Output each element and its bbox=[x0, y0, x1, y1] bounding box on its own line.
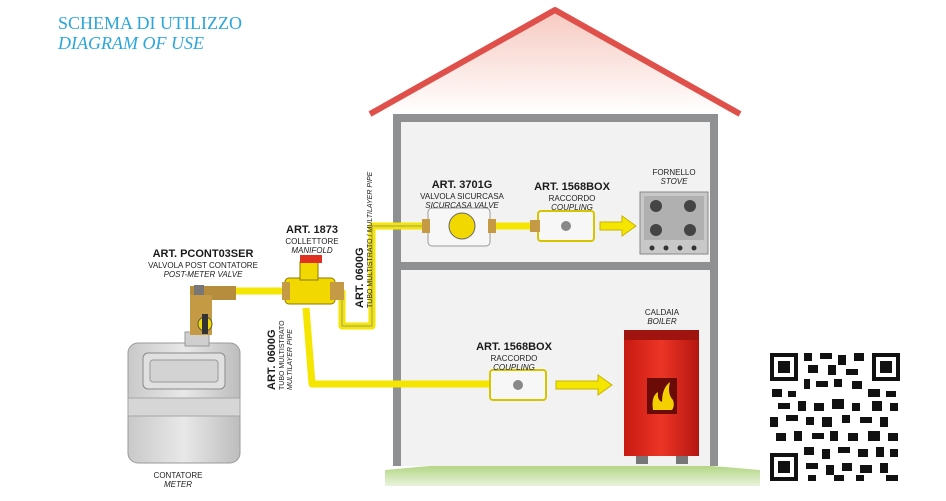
sicurcasa-valve-icon bbox=[422, 207, 496, 247]
gas-meter bbox=[127, 331, 241, 464]
coupling-upper-label: ART. 1568BOX RACCORDO COUPLING bbox=[522, 181, 622, 212]
post-meter-valve-label: ART. PCONT03SER VALVOLA POST CONTATORE P… bbox=[142, 248, 264, 279]
pipe-upper-name: TUBO MULTISTRATO / MULTILAYER PIPE bbox=[367, 171, 374, 308]
post-meter-valve-art: ART. PCONT03SER bbox=[152, 248, 254, 260]
post-meter-valve-name-it: VALVOLA POST CONTATORE bbox=[148, 261, 258, 270]
pipe-lower-art: ART. 0600G bbox=[266, 329, 278, 390]
pipe-upper-name-en: MULTILAYER PIPE bbox=[367, 171, 374, 233]
floor-slab bbox=[393, 262, 718, 270]
coupling-upper-icon bbox=[530, 210, 595, 242]
pipe-lower-name-it: TUBO MULTISTRATO bbox=[279, 320, 286, 390]
stove-label: FORNELLO STOVE bbox=[634, 168, 714, 186]
ground bbox=[385, 461, 760, 486]
post-meter-valve-name-en: POST-METER VALVE bbox=[163, 270, 243, 279]
pipe-lower-name-en: MULTILAYER PIPE bbox=[287, 329, 294, 390]
coupling-upper-art: ART. 1568BOX bbox=[534, 181, 610, 193]
arrow-to-boiler bbox=[555, 374, 613, 396]
manifold-icon bbox=[282, 255, 344, 305]
diagram-title: SCHEMA DI UTILIZZO bbox=[58, 13, 242, 33]
safety-valve-name-en: SICURCASA VALVE bbox=[425, 201, 499, 210]
qr-code bbox=[768, 351, 902, 483]
safety-valve-name-it: VALVOLA SICURCASA bbox=[420, 192, 504, 201]
safety-valve-label: ART. 3701G VALVOLA SICURCASA SICURCASA V… bbox=[412, 179, 512, 210]
manifold-art: ART. 1873 bbox=[286, 224, 338, 236]
boiler-label: CALDAIA BOILER bbox=[622, 308, 702, 326]
pipe-upper-name-it: TUBO MULTISTRATO bbox=[367, 238, 374, 308]
meter-name-it: CONTATORE bbox=[153, 471, 203, 480]
coupling-lower-name-en: COUPLING bbox=[493, 363, 535, 372]
coupling-lower-label: ART. 1568BOX RACCORDO COUPLING bbox=[464, 341, 564, 372]
post-meter-valve-icon bbox=[190, 285, 236, 335]
coupling-upper-name-en: COUPLING bbox=[551, 203, 593, 212]
meter-name-en: METER bbox=[164, 480, 192, 489]
pipe-upper-label: ART. 0600G TUBO MULTISTRATO / MULTILAYER… bbox=[354, 172, 375, 308]
roof bbox=[370, 10, 740, 114]
manifold-label: ART. 1873 COLLETTORE MANIFOLD bbox=[268, 224, 356, 255]
pipe-upper-art: ART. 0600G bbox=[354, 247, 366, 308]
safety-valve-art: ART. 3701G bbox=[431, 179, 493, 191]
arrow-to-stove bbox=[599, 215, 637, 237]
stove-name-it: FORNELLO bbox=[652, 168, 696, 177]
manifold-name-en: MANIFOLD bbox=[291, 246, 333, 255]
stove-name-en: STOVE bbox=[660, 177, 688, 186]
coupling-lower-icon bbox=[489, 369, 547, 401]
coupling-lower-art: ART. 1568BOX bbox=[476, 341, 552, 353]
boiler-name-it: CALDAIA bbox=[644, 308, 680, 317]
stove-icon bbox=[639, 191, 709, 255]
pipe-lower-label: ART. 0600G TUBO MULTISTRATO MULTILAYER P… bbox=[266, 320, 295, 390]
boiler-name-en: BOILER bbox=[647, 317, 677, 326]
manifold-name-it: COLLETTORE bbox=[285, 237, 339, 246]
boiler-icon bbox=[624, 330, 699, 464]
coupling-lower-name-it: RACCORDO bbox=[490, 354, 538, 363]
pipe-segment-lower-run bbox=[302, 307, 490, 388]
diagram-subtitle: DIAGRAM OF USE bbox=[58, 33, 204, 53]
meter-label: CONTATORE METER bbox=[138, 471, 218, 489]
coupling-upper-name-it: RACCORDO bbox=[548, 194, 596, 203]
